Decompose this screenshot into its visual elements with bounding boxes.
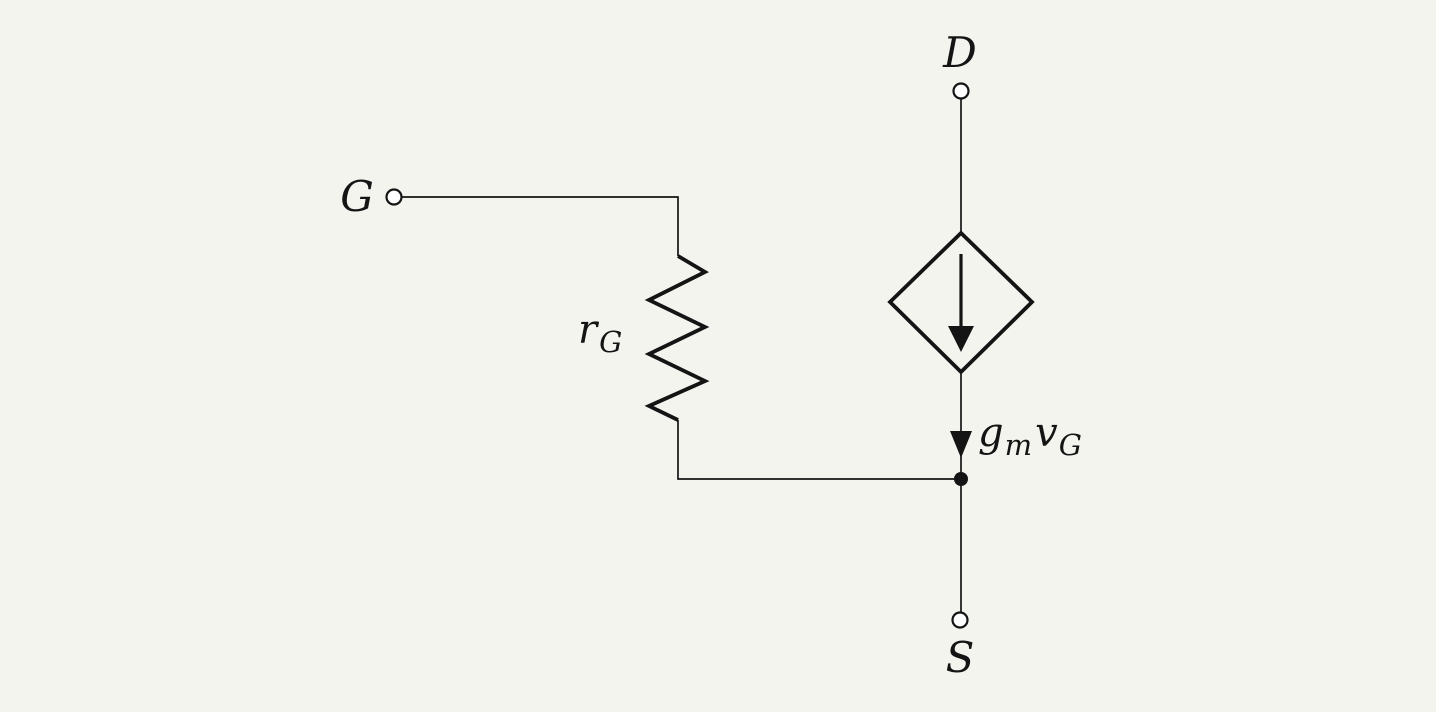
drain-label: D — [942, 28, 977, 77]
wire-gate-to-resistor — [402, 196, 679, 256]
terminal-source — [951, 611, 969, 629]
junction-dot — [954, 472, 968, 486]
current-source-label: gmvG — [978, 410, 1082, 462]
gain-symbol: g — [978, 410, 1004, 456]
resistor-label: rG — [578, 307, 622, 359]
current-source-arrow-head — [948, 326, 974, 352]
terminal-gate — [385, 188, 403, 206]
resistor-rg — [644, 254, 710, 422]
gain-subscript: m — [1005, 428, 1033, 462]
control-variable-symbol: v — [1035, 410, 1058, 456]
control-variable-subscript: G — [1059, 428, 1082, 462]
terminal-drain — [952, 82, 970, 100]
resistor-label-main: r — [578, 307, 600, 353]
gate-label: G — [340, 172, 374, 221]
resistor-label-subscript: G — [599, 325, 622, 359]
source-label: S — [946, 633, 975, 682]
wire-resistor-to-junction — [677, 420, 961, 480]
current-direction-arrow-icon — [950, 431, 972, 458]
